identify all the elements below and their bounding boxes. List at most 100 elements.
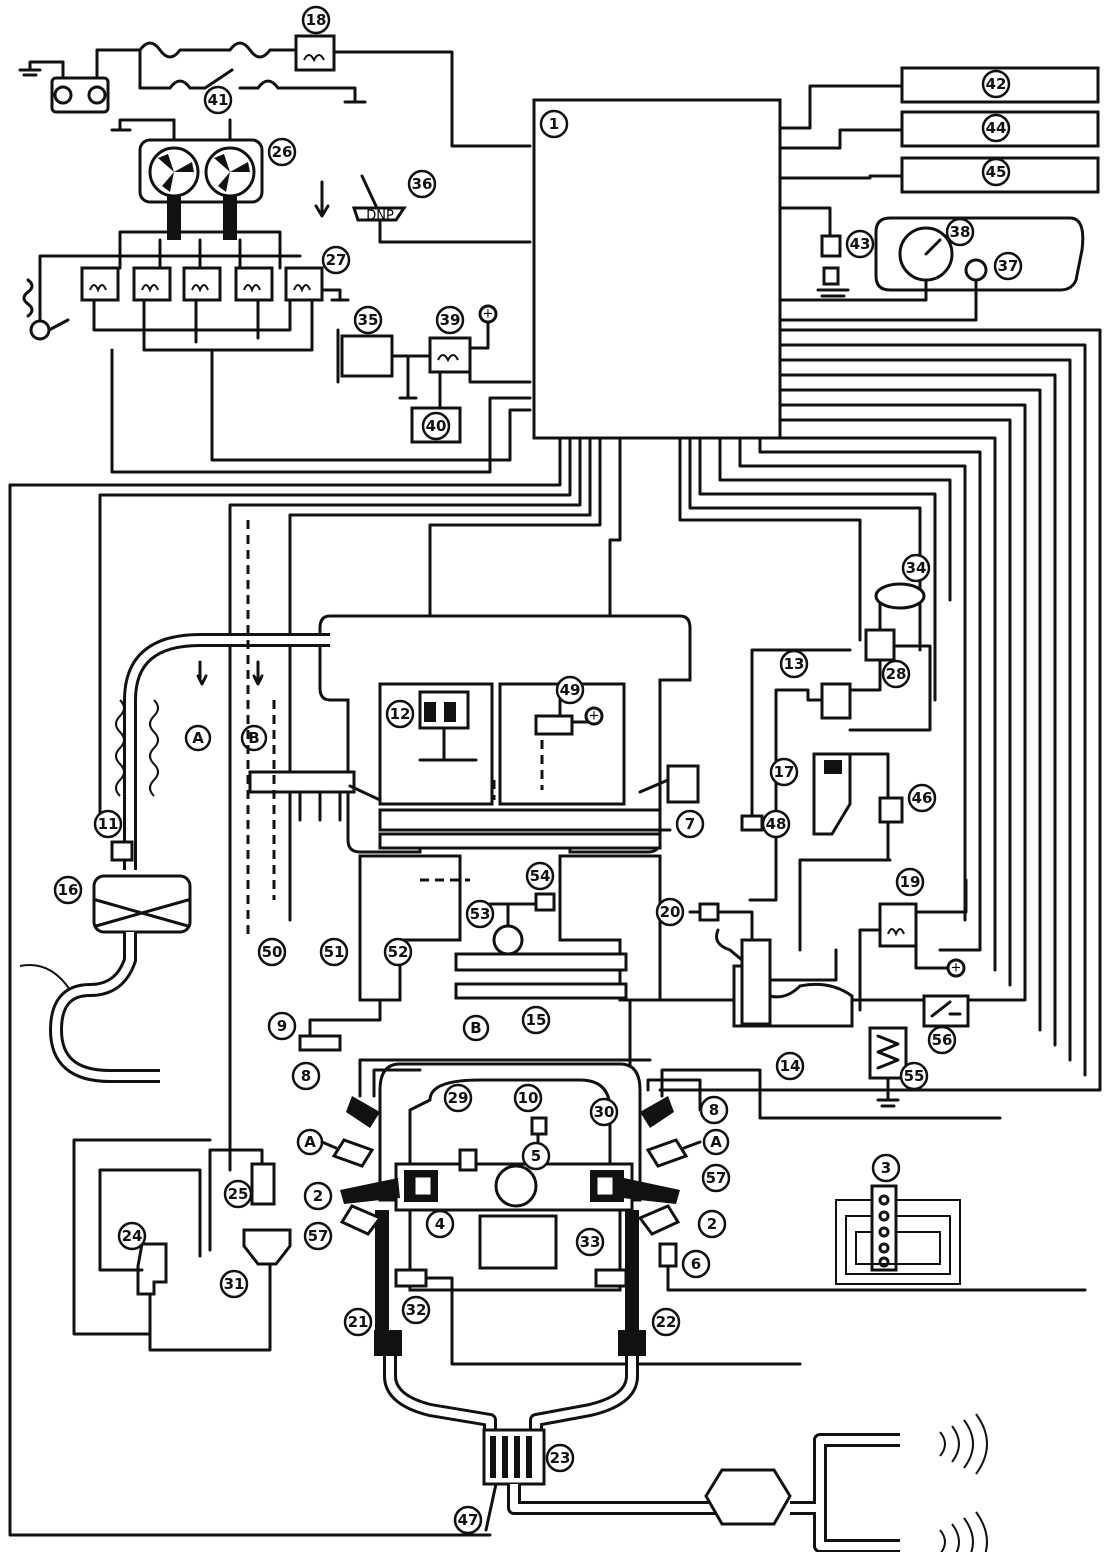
callout-26: 26 [267, 137, 297, 167]
callout-4: 4 [425, 1209, 455, 1239]
callout-31: 31 [219, 1269, 249, 1299]
callout-30: 30 [589, 1097, 619, 1127]
svg-text:34: 34 [906, 559, 927, 577]
callout-7: 7 [675, 809, 705, 839]
svg-text:17: 17 [774, 763, 795, 781]
svg-text:29: 29 [448, 1089, 469, 1107]
svg-text:11: 11 [98, 815, 119, 833]
callout-54: 54 [525, 861, 555, 891]
callout-1: 1 [539, 109, 569, 139]
callout-55: 55 [899, 1061, 929, 1091]
callout-51: 51 [319, 937, 349, 967]
svg-text:21: 21 [348, 1313, 369, 1331]
air-intake-duct [19, 633, 330, 1083]
svg-text:A: A [710, 1133, 722, 1151]
port-label-a: A [296, 1128, 324, 1156]
starter-motor-icon [336, 328, 418, 400]
ignition-coil [346, 1058, 1002, 1128]
port-label-a: A [702, 1128, 730, 1156]
svg-text:40: 40 [426, 417, 447, 435]
svg-text:55: 55 [904, 1067, 925, 1085]
callout-39: 39 [435, 305, 465, 335]
intake-runner [320, 1138, 702, 1236]
svg-text:23: 23 [550, 1449, 571, 1467]
svg-text:33: 33 [580, 1233, 601, 1251]
callout-11: 11 [93, 809, 123, 839]
svg-text:51: 51 [324, 943, 345, 961]
svg-text:+: + [483, 307, 494, 322]
callout-9: 9 [267, 1011, 297, 1041]
svg-text:8: 8 [709, 1101, 719, 1119]
callout-40: 40 [421, 411, 451, 441]
svg-text:27: 27 [326, 251, 347, 269]
svg-text:43: 43 [850, 235, 871, 253]
svg-text:18: 18 [306, 11, 327, 29]
svg-text:44: 44 [986, 119, 1007, 137]
callout-14: 14 [775, 1051, 805, 1081]
callout-27: 27 [321, 245, 351, 275]
svg-text:20: 20 [660, 903, 681, 921]
callout-45: 45 [981, 157, 1011, 187]
callout-8: 8 [699, 1095, 729, 1125]
svg-text:4: 4 [435, 1215, 445, 1233]
svg-text:53: 53 [470, 905, 491, 923]
svg-text:31: 31 [224, 1275, 245, 1293]
svg-text:1: 1 [549, 115, 559, 133]
svg-text:48: 48 [766, 815, 787, 833]
callout-50: 50 [257, 937, 287, 967]
fuel-tank [688, 858, 890, 1028]
callout-35: 35 [353, 305, 383, 335]
shifter-position-label: DNP [366, 209, 394, 224]
callout-21: 21 [343, 1307, 373, 1337]
callout-38: 38 [945, 217, 975, 247]
relay-icon [294, 34, 532, 148]
vacuum-solenoid [72, 1138, 292, 1352]
callout-41: 41 [203, 85, 233, 115]
relay-icon [858, 878, 968, 1012]
battery-icon [18, 48, 110, 114]
callout-57: 57 [303, 1221, 333, 1251]
ground-icon [29, 318, 70, 341]
callout-33: 33 [575, 1227, 605, 1257]
svg-text:5: 5 [531, 1147, 541, 1165]
callout-16: 16 [53, 875, 83, 905]
callout-43: 43 [845, 229, 875, 259]
callout-42: 42 [981, 69, 1011, 99]
svg-text:B: B [470, 1019, 481, 1037]
svg-text:57: 57 [706, 1169, 727, 1187]
svg-text:7: 7 [685, 815, 695, 833]
callout-56: 56 [927, 1025, 957, 1055]
svg-text:A: A [192, 729, 204, 747]
svg-text:24: 24 [122, 1227, 143, 1245]
svg-text:13: 13 [784, 655, 805, 673]
callout-28: 28 [881, 659, 911, 689]
callout-19: 19 [895, 867, 925, 897]
callout-25: 25 [223, 1179, 253, 1209]
svg-text:54: 54 [530, 867, 551, 885]
svg-text:19: 19 [900, 873, 921, 891]
callout-29: 29 [443, 1083, 473, 1113]
exhaust-system [374, 1330, 720, 1532]
sensor-icon [298, 998, 382, 1052]
svg-text:9: 9 [277, 1017, 287, 1035]
svg-text:25: 25 [228, 1185, 249, 1203]
callout-6: 6 [681, 1249, 711, 1279]
charcoal-canister [740, 582, 932, 902]
callout-49: 49 [555, 675, 585, 705]
callout-47: 47 [453, 1505, 483, 1535]
svg-text:39: 39 [440, 311, 461, 329]
callout-24: 24 [117, 1221, 147, 1251]
svg-text:36: 36 [412, 175, 433, 193]
svg-text:28: 28 [886, 665, 907, 683]
svg-text:10: 10 [518, 1089, 539, 1107]
callout-23: 23 [545, 1443, 575, 1473]
svg-text:+: + [589, 709, 600, 724]
throttle-body [358, 854, 662, 1002]
svg-text:50: 50 [262, 943, 283, 961]
callout-17: 17 [769, 757, 799, 787]
switch-icon [922, 994, 970, 1028]
svg-text:8: 8 [301, 1067, 311, 1085]
svg-text:2: 2 [313, 1187, 323, 1205]
callout-34: 34 [901, 553, 931, 583]
